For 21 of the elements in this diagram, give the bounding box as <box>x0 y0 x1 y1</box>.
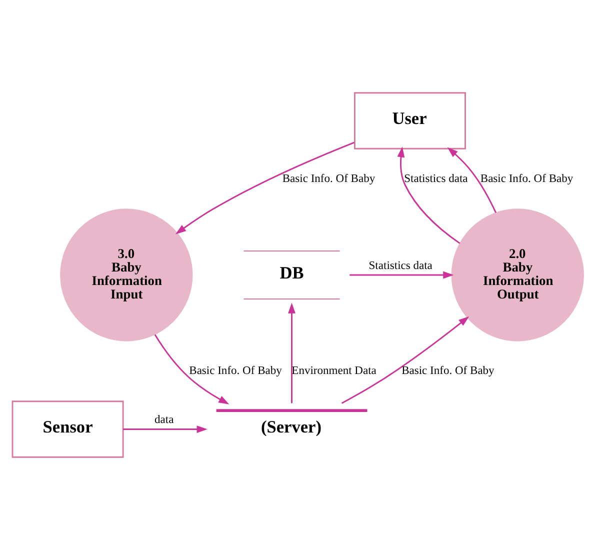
arrow <box>123 425 208 432</box>
node-text: (Server) <box>260 417 322 436</box>
edge-label: data <box>154 414 174 426</box>
arrow <box>154 334 230 404</box>
edge-label: Basic Info. Of Baby <box>480 172 574 184</box>
node-circle: 3.0 Baby Information Input <box>60 208 193 341</box>
node-box: Sensor <box>12 400 124 458</box>
node-box: User <box>354 92 466 149</box>
arrow <box>447 146 497 213</box>
edge-label: Statistics data <box>404 172 468 184</box>
arrow <box>341 316 470 404</box>
arrow <box>288 302 296 403</box>
edge-label: Basic Info. Of Baby <box>402 364 494 377</box>
edge-label: Basic Info. Of Baby <box>189 364 282 377</box>
node-circle: 2.0 Baby Information Output <box>451 208 584 341</box>
edge-label: Basic Info. Of Baby <box>282 172 376 184</box>
arrow <box>397 146 460 244</box>
node-text: DB <box>280 262 304 282</box>
arrow <box>350 270 454 278</box>
edge-label: Statistics data <box>368 259 432 272</box>
arrow <box>176 141 355 234</box>
